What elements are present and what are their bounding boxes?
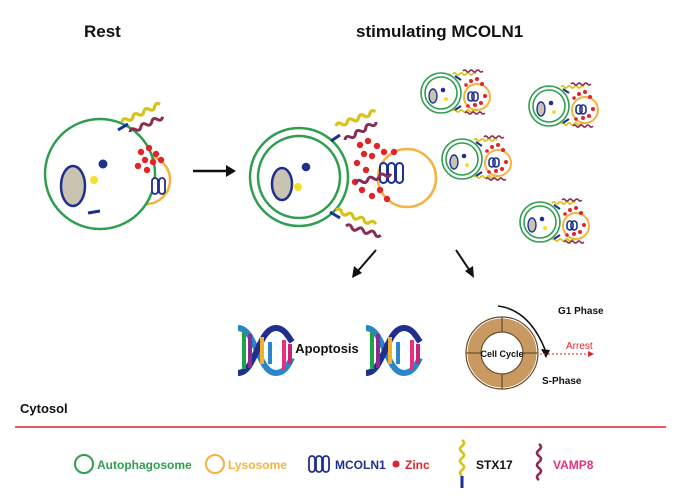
legend-lysosome-icon — [205, 454, 225, 474]
stimulating-heading: stimulating MCOLN1 — [356, 22, 524, 41]
rest-zinc — [134, 144, 165, 174]
legend-stx17-icon — [458, 438, 466, 488]
legend-stx17-label: STX17 — [476, 458, 513, 472]
fused-vesicle-3 — [442, 136, 511, 180]
legend-autophagosome-icon — [74, 454, 94, 474]
rest-heading: Rest — [84, 22, 121, 41]
transition-arrow — [193, 165, 236, 177]
legend-zinc-icon — [392, 460, 400, 468]
stimulated-autophagosome-inner — [256, 134, 342, 220]
legend-lysosome-label: Lysosome — [228, 458, 287, 472]
s-phase-label: S-Phase — [542, 376, 582, 387]
g1-arrow — [497, 305, 547, 353]
legend-mcoln1-label: MCOLN1 — [335, 458, 386, 472]
legend-vamp8-label: VAMP8 — [553, 458, 594, 472]
stimulated-zinc — [351, 137, 398, 203]
apoptosis-label: Apoptosis — [295, 341, 359, 356]
legend-mcoln1-icon — [308, 455, 330, 473]
cytosol-label: Cytosol — [20, 401, 68, 416]
cell-cycle-label: Cell Cycle — [480, 349, 523, 359]
rest-organelle — [59, 164, 87, 208]
dna-left — [238, 328, 292, 373]
legend-autophagosome-label: Autophagosome — [97, 458, 192, 472]
fused-vesicle-1 — [421, 70, 490, 114]
rest-complex — [43, 100, 172, 231]
stimulated-mcoln1 — [379, 162, 404, 184]
dna-right — [366, 328, 420, 373]
stimulated-autophagosome-outer — [248, 126, 350, 228]
fused-vesicle-2 — [529, 83, 598, 127]
legend-zinc-label: Zinc — [405, 458, 430, 472]
arrow-to-cell-cycle — [455, 249, 474, 278]
cell-cycle-ring — [465, 316, 539, 390]
legend-vamp8-icon — [535, 442, 543, 482]
stimulated-complex — [248, 108, 438, 239]
arrest-label: Arrest — [566, 341, 593, 352]
arrow-to-apoptosis — [352, 249, 377, 278]
rest-mcoln1 — [151, 177, 166, 195]
g1-phase-label: G1 Phase — [558, 306, 604, 317]
fused-vesicle-4 — [520, 199, 589, 243]
legend: Autophagosome Lysosome MCOLN1 Zinc STX17… — [74, 438, 594, 488]
